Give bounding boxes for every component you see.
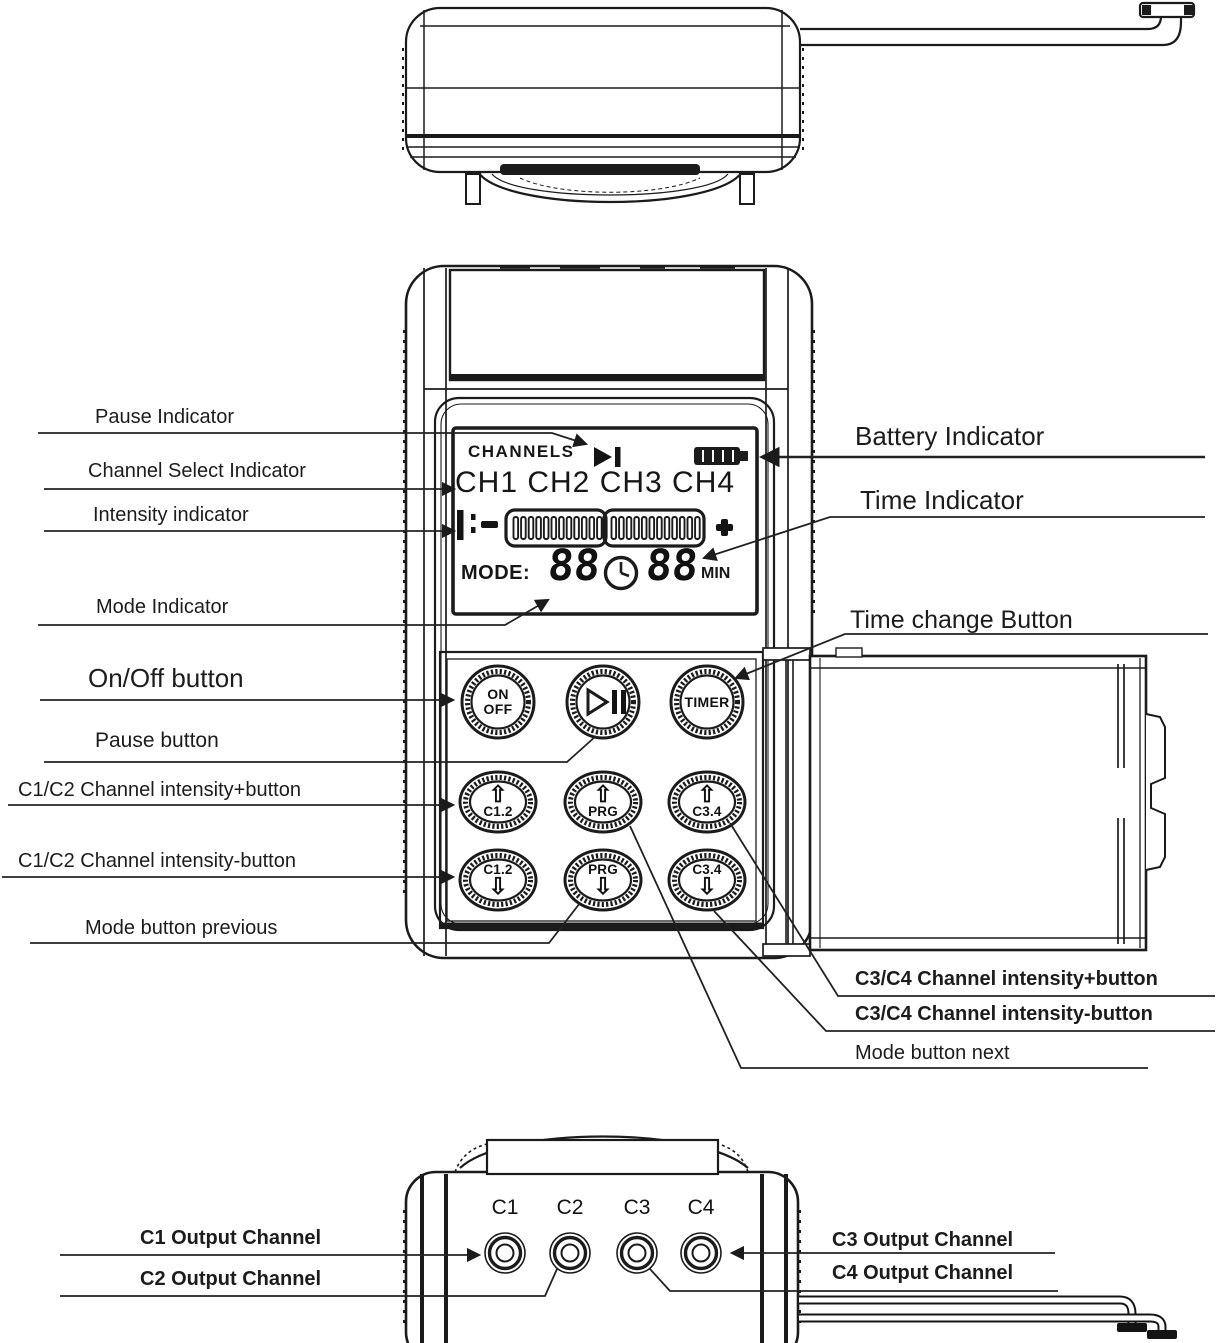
power-cord-top (800, 1, 1196, 47)
c34-up-label: ⇧ C3.4 (692, 781, 722, 820)
leader-pause-indicator (38, 432, 589, 448)
prg-down-label: PRG ⇩ (588, 862, 618, 899)
leader-c34-minus (713, 910, 1215, 1032)
c12-down-label: C1.2 ⇩ (483, 862, 513, 899)
leader-time-change (733, 633, 1208, 681)
callout-pause-button: Pause button (95, 729, 219, 752)
callout-on-off-button: On/Off button (88, 663, 244, 693)
output-jack-c4 (680, 1232, 722, 1274)
play-pause-icon (586, 687, 626, 717)
leader-mode-indicator (38, 598, 550, 626)
lcd-channel-select-text: CH1 CH2 CH3 CH4 (455, 466, 736, 499)
belt-clip-front (448, 265, 766, 382)
callout-mode-button-next: Mode button next (855, 1042, 1010, 1064)
belt-clip-dome (459, 1135, 749, 1169)
callout-c4-output: C4 Output Channel (832, 1262, 1014, 1284)
device-bottom-view (403, 1135, 1177, 1343)
callout-mode-indicator: Mode Indicator (96, 596, 229, 618)
callout-time-change-button: Time change Button (850, 606, 1073, 634)
lcd-min-label: MIN (701, 565, 731, 582)
lcd-channels-label: CHANNELS (468, 442, 575, 461)
plus-icon (716, 519, 733, 536)
intensity-indicator-icon (457, 510, 498, 540)
c34-down-label: C3.4 ⇩ (692, 862, 722, 899)
device-front-view (403, 264, 815, 960)
down-arrow-icon: ⇩ (697, 872, 717, 899)
callout-c34-intensity-minus: C3/C4 Channel intensity-button (855, 1003, 1153, 1025)
clock-icon (603, 555, 639, 591)
up-arrow-icon: ⇧ (697, 781, 717, 808)
timer-button (669, 664, 745, 740)
port-label-c1: C1 (491, 1196, 519, 1219)
callout-c12-intensity-minus: C1/C2 Channel intensity-button (18, 850, 296, 872)
output-jack-c1 (484, 1232, 526, 1274)
leader-c34-plus (729, 822, 1215, 997)
on-off-button-label: ON OFF (483, 686, 513, 717)
port-label-c4: C4 (687, 1196, 715, 1219)
leader-mode-next (629, 825, 1148, 1069)
down-arrow-icon: ⇩ (488, 872, 508, 899)
battery-icon (694, 447, 748, 465)
leader-lines (2, 432, 1215, 1297)
port-label-c2: C2 (556, 1196, 584, 1219)
callout-c12-intensity-plus: C1/C2 Channel intensity+button (18, 779, 301, 801)
lcd-mode-label: MODE: (461, 562, 531, 584)
power-cord-bottom (799, 1295, 1177, 1339)
output-jack-c3 (616, 1232, 658, 1274)
up-arrow-icon: ⇧ (488, 781, 508, 808)
lcd-time-digits: 88 (643, 541, 701, 591)
keypad-panel (438, 650, 765, 930)
lcd-mode-digits: 88 (545, 541, 603, 591)
callout-intensity-indicator: Intensity indicator (93, 504, 249, 526)
c34-intensity-up-button (667, 770, 747, 834)
c12-up-label: ⇧ C1.2 (483, 781, 513, 820)
leader-c2-output (60, 1268, 558, 1297)
callout-time-indicator: Time Indicator (860, 485, 1024, 515)
leader-pause-button (44, 735, 597, 763)
port-label-c3: C3 (623, 1196, 651, 1219)
leader-time-indicator (701, 516, 1205, 562)
up-arrow-icon: ⇧ (593, 781, 613, 808)
output-jack-c2 (549, 1232, 591, 1274)
down-arrow-icon: ⇩ (593, 872, 613, 899)
on-off-button (460, 664, 536, 740)
c34-intensity-down-button (667, 848, 747, 912)
prg-up-button (563, 770, 643, 834)
callout-battery-indicator: Battery Indicator (855, 421, 1045, 451)
device-top-view (402, 1, 1196, 205)
leader-mode-previous (30, 902, 581, 944)
pause-indicator-icon (594, 447, 621, 467)
callout-mode-button-previous: Mode button previous (85, 917, 278, 939)
belt-clip-top (465, 164, 755, 205)
callout-c2-output: C2 Output Channel (140, 1268, 322, 1290)
prg-up-label: ⇧ PRG (588, 781, 618, 820)
leader-c4-output (649, 1268, 1058, 1292)
callout-c34-intensity-plus: C3/C4 Channel intensity+button (855, 968, 1158, 990)
callout-c1-output: C1 Output Channel (140, 1227, 322, 1249)
battery-cover-flap (762, 647, 1166, 957)
timer-button-label: TIMER (684, 693, 730, 710)
c12-intensity-down-button (458, 848, 538, 912)
callout-channel-select-indicator: Channel Select Indicator (88, 460, 306, 482)
c12-intensity-up-button (458, 770, 538, 834)
lcd-display (451, 426, 759, 616)
prg-down-button (563, 848, 643, 912)
callout-c3-output: C3 Output Channel (832, 1229, 1014, 1251)
intensity-bars (504, 508, 706, 548)
pause-button (565, 664, 641, 740)
callout-pause-indicator: Pause Indicator (95, 406, 234, 428)
